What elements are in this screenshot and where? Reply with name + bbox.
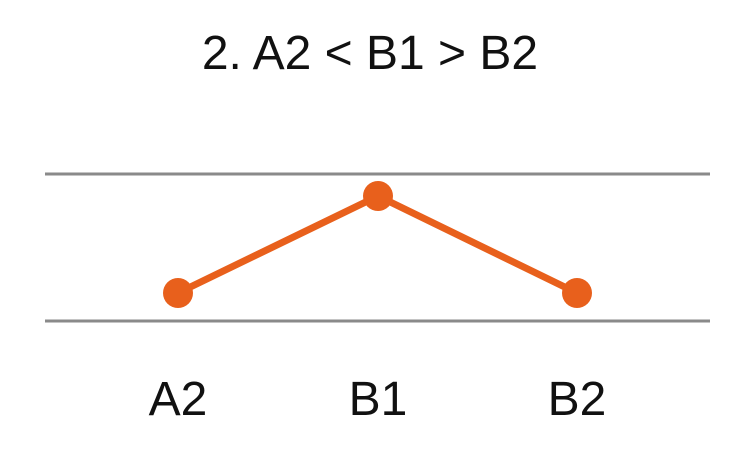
point-marker-b2	[562, 278, 592, 308]
diagram-title: 2. A2 < B1 > B2	[201, 27, 539, 80]
label-b1: B1	[349, 373, 408, 426]
label-b2: B2	[548, 373, 607, 426]
point-marker-b1	[363, 181, 393, 211]
point-markers	[163, 181, 592, 308]
point-marker-a2	[163, 278, 193, 308]
label-a2: A2	[149, 373, 208, 426]
